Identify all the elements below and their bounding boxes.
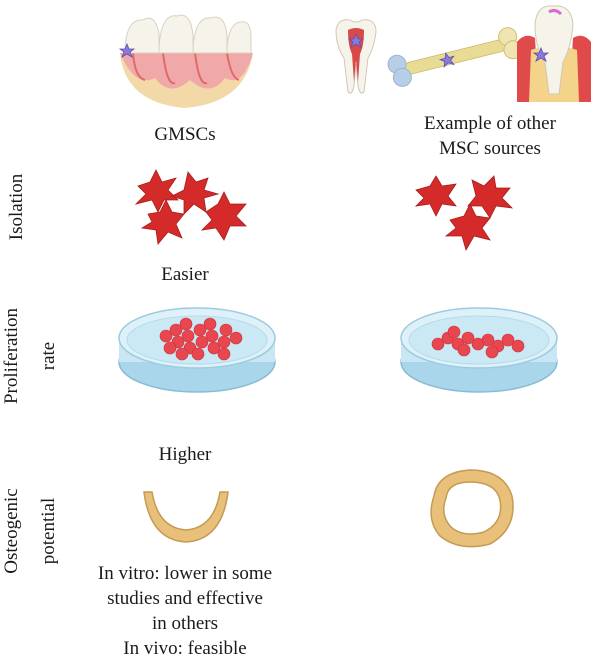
proliferation-result: Higher (158, 444, 212, 465)
osteogenic-result-line1: In vitro: lower in some (97, 563, 273, 584)
right-column-title-line1: Example of other (424, 113, 556, 134)
right-column-title-line2: MSC sources (439, 138, 541, 159)
tooth-socket-icon (517, 5, 591, 102)
row-label-osteogenic-line1: Osteogenic (1, 488, 22, 574)
tooth-pulp-icon (335, 19, 377, 94)
osteogenic-result-line4: In vivo: feasible (123, 638, 247, 659)
isolation-result: Easier (161, 264, 209, 285)
row-label-proliferation-line2: rate (38, 341, 59, 371)
row-label-proliferation-line1: Proliferation (1, 307, 22, 405)
osteogenic-result-line3: in others (152, 613, 218, 634)
row-label-isolation: Isolation (6, 173, 27, 241)
bone-ring-icon (430, 469, 514, 548)
row-label-osteogenic-line2: potential (38, 497, 59, 565)
gingiva-teeth-icon (118, 14, 253, 108)
long-bone-icon (387, 27, 523, 87)
bone-arc-icon (143, 491, 229, 543)
petri-dish-icon-right (400, 307, 558, 393)
left-column-title: GMSCs (154, 124, 216, 145)
osteogenic-result-line2: studies and effective (107, 588, 263, 609)
msc-cells-icon (134, 169, 247, 245)
msc-cells-icon-right (414, 175, 514, 252)
petri-dish-icon (118, 307, 276, 393)
